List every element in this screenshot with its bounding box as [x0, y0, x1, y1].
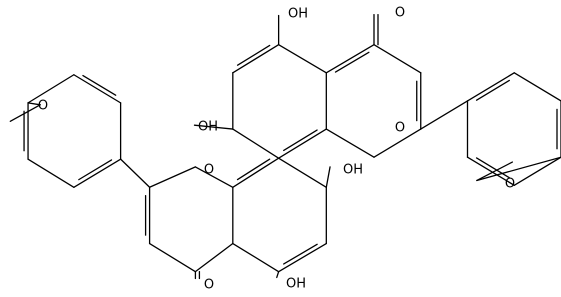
bond-d6-d5	[277, 242, 327, 273]
bond-d8a-e1	[194, 166, 234, 188]
bond-d8-d7	[277, 157, 327, 188]
bond-ome_l-me_l	[9, 104, 41, 122]
methoxy-oxygen-label-right: O	[505, 177, 515, 192]
double-bond-d8-d8a	[236, 158, 271, 181]
carbonyl-oxygen-label-upper: O	[395, 6, 405, 21]
bond-e2-f1	[119, 158, 151, 188]
bond-d7-oh7l	[325, 166, 331, 188]
double-bond-a2-c4	[334, 51, 370, 73]
hydroxyl-label-c5-lower: OH	[286, 277, 306, 292]
bond-e3-e4	[148, 242, 197, 273]
hydroxyl-label-c5-upper: OH	[288, 7, 308, 22]
hydroxyl-label-c7-upper: OH	[198, 120, 218, 135]
methoxy-oxygen-label-left: O	[38, 99, 48, 114]
double-bond-b1-b2	[475, 79, 510, 101]
bond-d5-oh5l	[276, 271, 280, 279]
bond-e4-d4a	[194, 242, 234, 273]
bond-f5-f6	[27, 158, 75, 188]
hydroxyl-label-c7-lower: OH	[343, 163, 363, 178]
bond-c4-c3	[373, 44, 422, 74]
ring-oxygen-label-lower: O	[204, 163, 214, 178]
bond-b5-b6	[466, 156, 515, 186]
double-bond-f1-f6	[78, 159, 113, 181]
bond-c2-b1	[420, 100, 469, 130]
double-bond-a1-a6	[236, 44, 271, 66]
bond-f3-f4	[27, 74, 75, 104]
bond-o1u-a3	[325, 128, 375, 158]
double-bond-d6-d5	[283, 243, 318, 265]
double-bond-a3-a4	[283, 129, 318, 152]
bond-a2-c4	[325, 44, 375, 74]
bond-e1-e2	[148, 166, 197, 188]
bond-a5-oh7u	[193, 124, 234, 130]
bond-a6-a1	[232, 44, 280, 74]
bond-b2-b3	[513, 72, 561, 102]
bond-f6-f1	[73, 158, 122, 188]
bond-b4-ome_u	[476, 156, 561, 182]
bond-b4-b5	[513, 156, 561, 186]
bond-d5-d4a	[232, 242, 280, 273]
bond-a3-a4	[277, 128, 327, 159]
double-bond-f2-f3	[82, 74, 117, 96]
double-bond-b5-b6	[475, 157, 510, 179]
atom-labels: OH OH O O O OH OH O O O	[38, 6, 515, 293]
bond-f4-ome_l	[27, 102, 41, 106]
ring-oxygen-label-upper: O	[395, 121, 405, 136]
bond-a4-a5	[232, 128, 280, 159]
bond-d8a-d8	[232, 157, 280, 188]
bond-b1-b2	[466, 72, 515, 102]
bond-a1-a2	[277, 44, 327, 74]
carbonyl-oxygen-label-lower: O	[204, 278, 214, 293]
bond-c2-o1u	[373, 128, 422, 158]
bond-f2-f3	[73, 74, 122, 104]
bond-ome_u-me_u	[476, 161, 514, 182]
bond-lines	[9, 13, 561, 280]
